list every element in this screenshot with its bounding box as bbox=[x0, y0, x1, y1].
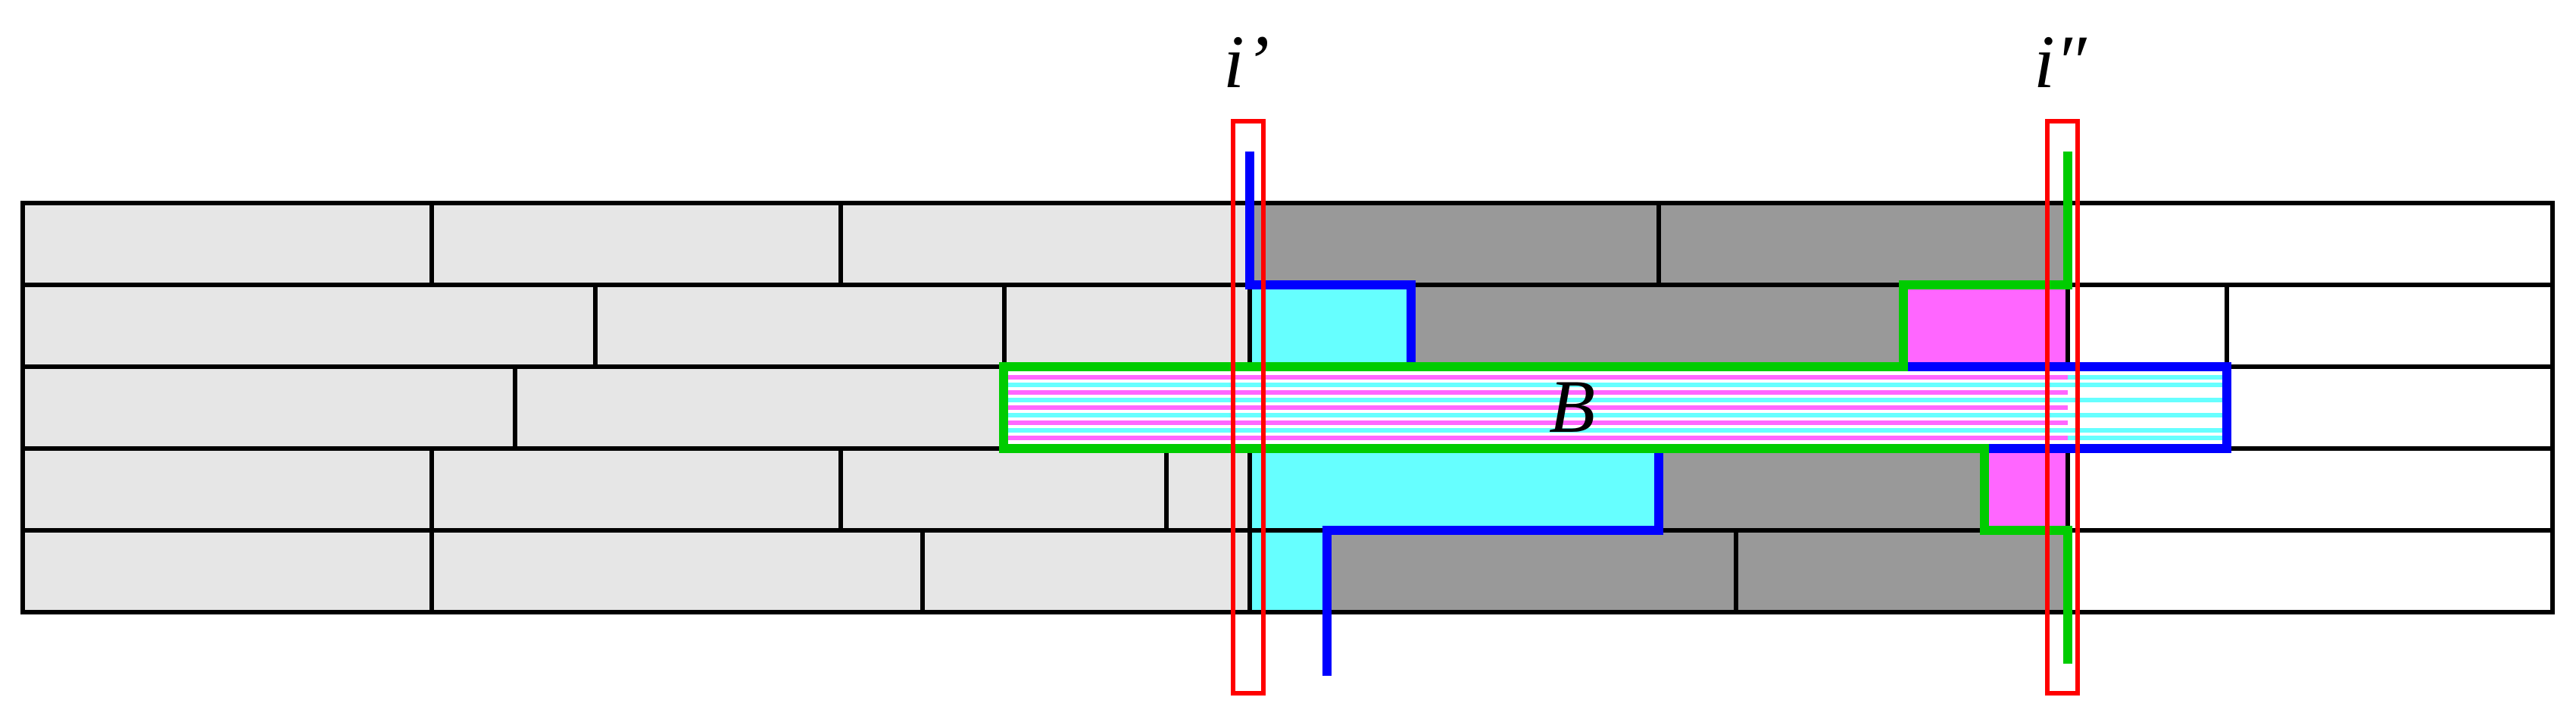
brick-light bbox=[1002, 283, 1252, 369]
brick-dark bbox=[1247, 201, 1661, 287]
brick-light bbox=[593, 283, 1007, 369]
label-block-b: B bbox=[1549, 364, 1595, 449]
row-2 bbox=[20, 283, 2555, 369]
brick-magenta bbox=[1982, 446, 2070, 533]
marker-i-double-prime bbox=[2045, 119, 2080, 696]
brick-light bbox=[513, 364, 1006, 451]
brick-cyan bbox=[1247, 446, 1661, 533]
label-i-double-prime: i″ bbox=[2034, 20, 2087, 104]
brick-light bbox=[20, 364, 517, 451]
brick-dark bbox=[1656, 446, 1987, 533]
brick-light bbox=[920, 528, 1252, 614]
brick-white bbox=[2065, 528, 2555, 614]
brick-white bbox=[2065, 201, 2555, 287]
brick-cyan bbox=[1247, 283, 1413, 369]
block-b bbox=[1004, 367, 2227, 449]
brick-magenta bbox=[1901, 283, 2070, 369]
brick-light bbox=[20, 446, 434, 533]
brick-dark bbox=[1409, 283, 1906, 369]
row-5 bbox=[20, 528, 2555, 614]
label-i-prime: i’ bbox=[1223, 20, 1269, 104]
brick-light bbox=[429, 446, 843, 533]
brick-dark bbox=[1325, 528, 1738, 614]
row-1 bbox=[20, 201, 2555, 287]
brick-light bbox=[838, 446, 1169, 533]
brick-light bbox=[20, 201, 434, 287]
brick-light bbox=[429, 528, 925, 614]
row-4 bbox=[20, 446, 2555, 533]
brick-white bbox=[2065, 283, 2229, 369]
brick-light bbox=[429, 201, 843, 287]
brick-dark bbox=[1656, 201, 2070, 287]
brick-white bbox=[2225, 283, 2555, 369]
wall-outline bbox=[20, 201, 2555, 614]
brick-white bbox=[2065, 446, 2555, 533]
block-b-stripes-magenta bbox=[1004, 375, 2068, 440]
row-3 bbox=[20, 364, 2555, 451]
marker-i-prime bbox=[1231, 119, 1266, 696]
brick-dark bbox=[1734, 528, 2070, 614]
brick-light bbox=[20, 528, 434, 614]
brick-light bbox=[838, 201, 1252, 287]
block-b-stripes-cyan bbox=[1004, 375, 2227, 440]
brick-white bbox=[2225, 364, 2555, 451]
brick-light bbox=[1164, 446, 1252, 533]
green-boundary-top bbox=[999, 152, 2072, 664]
brick-light bbox=[20, 283, 598, 369]
